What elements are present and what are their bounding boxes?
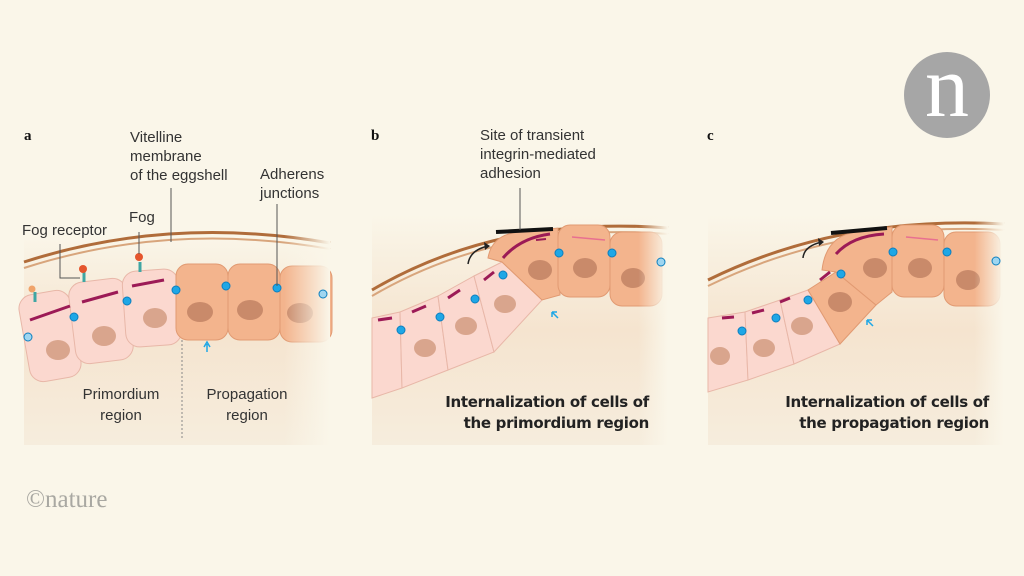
integrin-adhesion-site <box>495 227 554 234</box>
fog-receptors <box>28 253 143 302</box>
panel-b-caption: Internalization of cells of the primordi… <box>445 393 649 432</box>
panel-b-illustration <box>371 188 669 445</box>
adherens-junctions <box>737 247 1001 336</box>
vitelline-membrane-label: Vitelline membrane of the eggshell <box>130 129 228 184</box>
adherens-junctions <box>396 248 666 335</box>
panel-letter-c: c <box>707 128 714 144</box>
junction <box>171 285 181 295</box>
arrow-icon <box>203 340 211 352</box>
panel-c-illustration <box>707 215 1005 445</box>
junction <box>23 332 33 342</box>
propagation-region-label: Propagation region <box>206 386 288 424</box>
fog-receptor-label: Fog receptor <box>22 222 108 239</box>
integrin-adhesion-label: Site of transient integrin-mediated adhe… <box>480 127 596 182</box>
nature-logo: n <box>904 44 990 138</box>
panel-a-illustration <box>18 188 333 445</box>
junction <box>318 289 328 299</box>
panel-letter-b: b <box>371 128 380 144</box>
fog-label: Fog <box>129 209 155 226</box>
copyright-nature: ©nature <box>26 486 108 513</box>
panel-letter-a: a <box>24 128 32 144</box>
junction <box>69 312 79 322</box>
junction <box>122 296 132 306</box>
junction <box>221 281 231 291</box>
arrow-icon <box>866 319 874 327</box>
adherens-junctions <box>23 281 328 342</box>
panel-c-caption: Internalization of cells of the propagat… <box>785 393 989 432</box>
integrin-adhesion-site <box>830 226 888 235</box>
adherens-junctions-label: Adherens junctions <box>260 166 325 202</box>
primordium-region-label: Primordium region <box>82 386 160 424</box>
arrow-icon <box>551 311 559 319</box>
logo-letter: n <box>925 39 969 136</box>
